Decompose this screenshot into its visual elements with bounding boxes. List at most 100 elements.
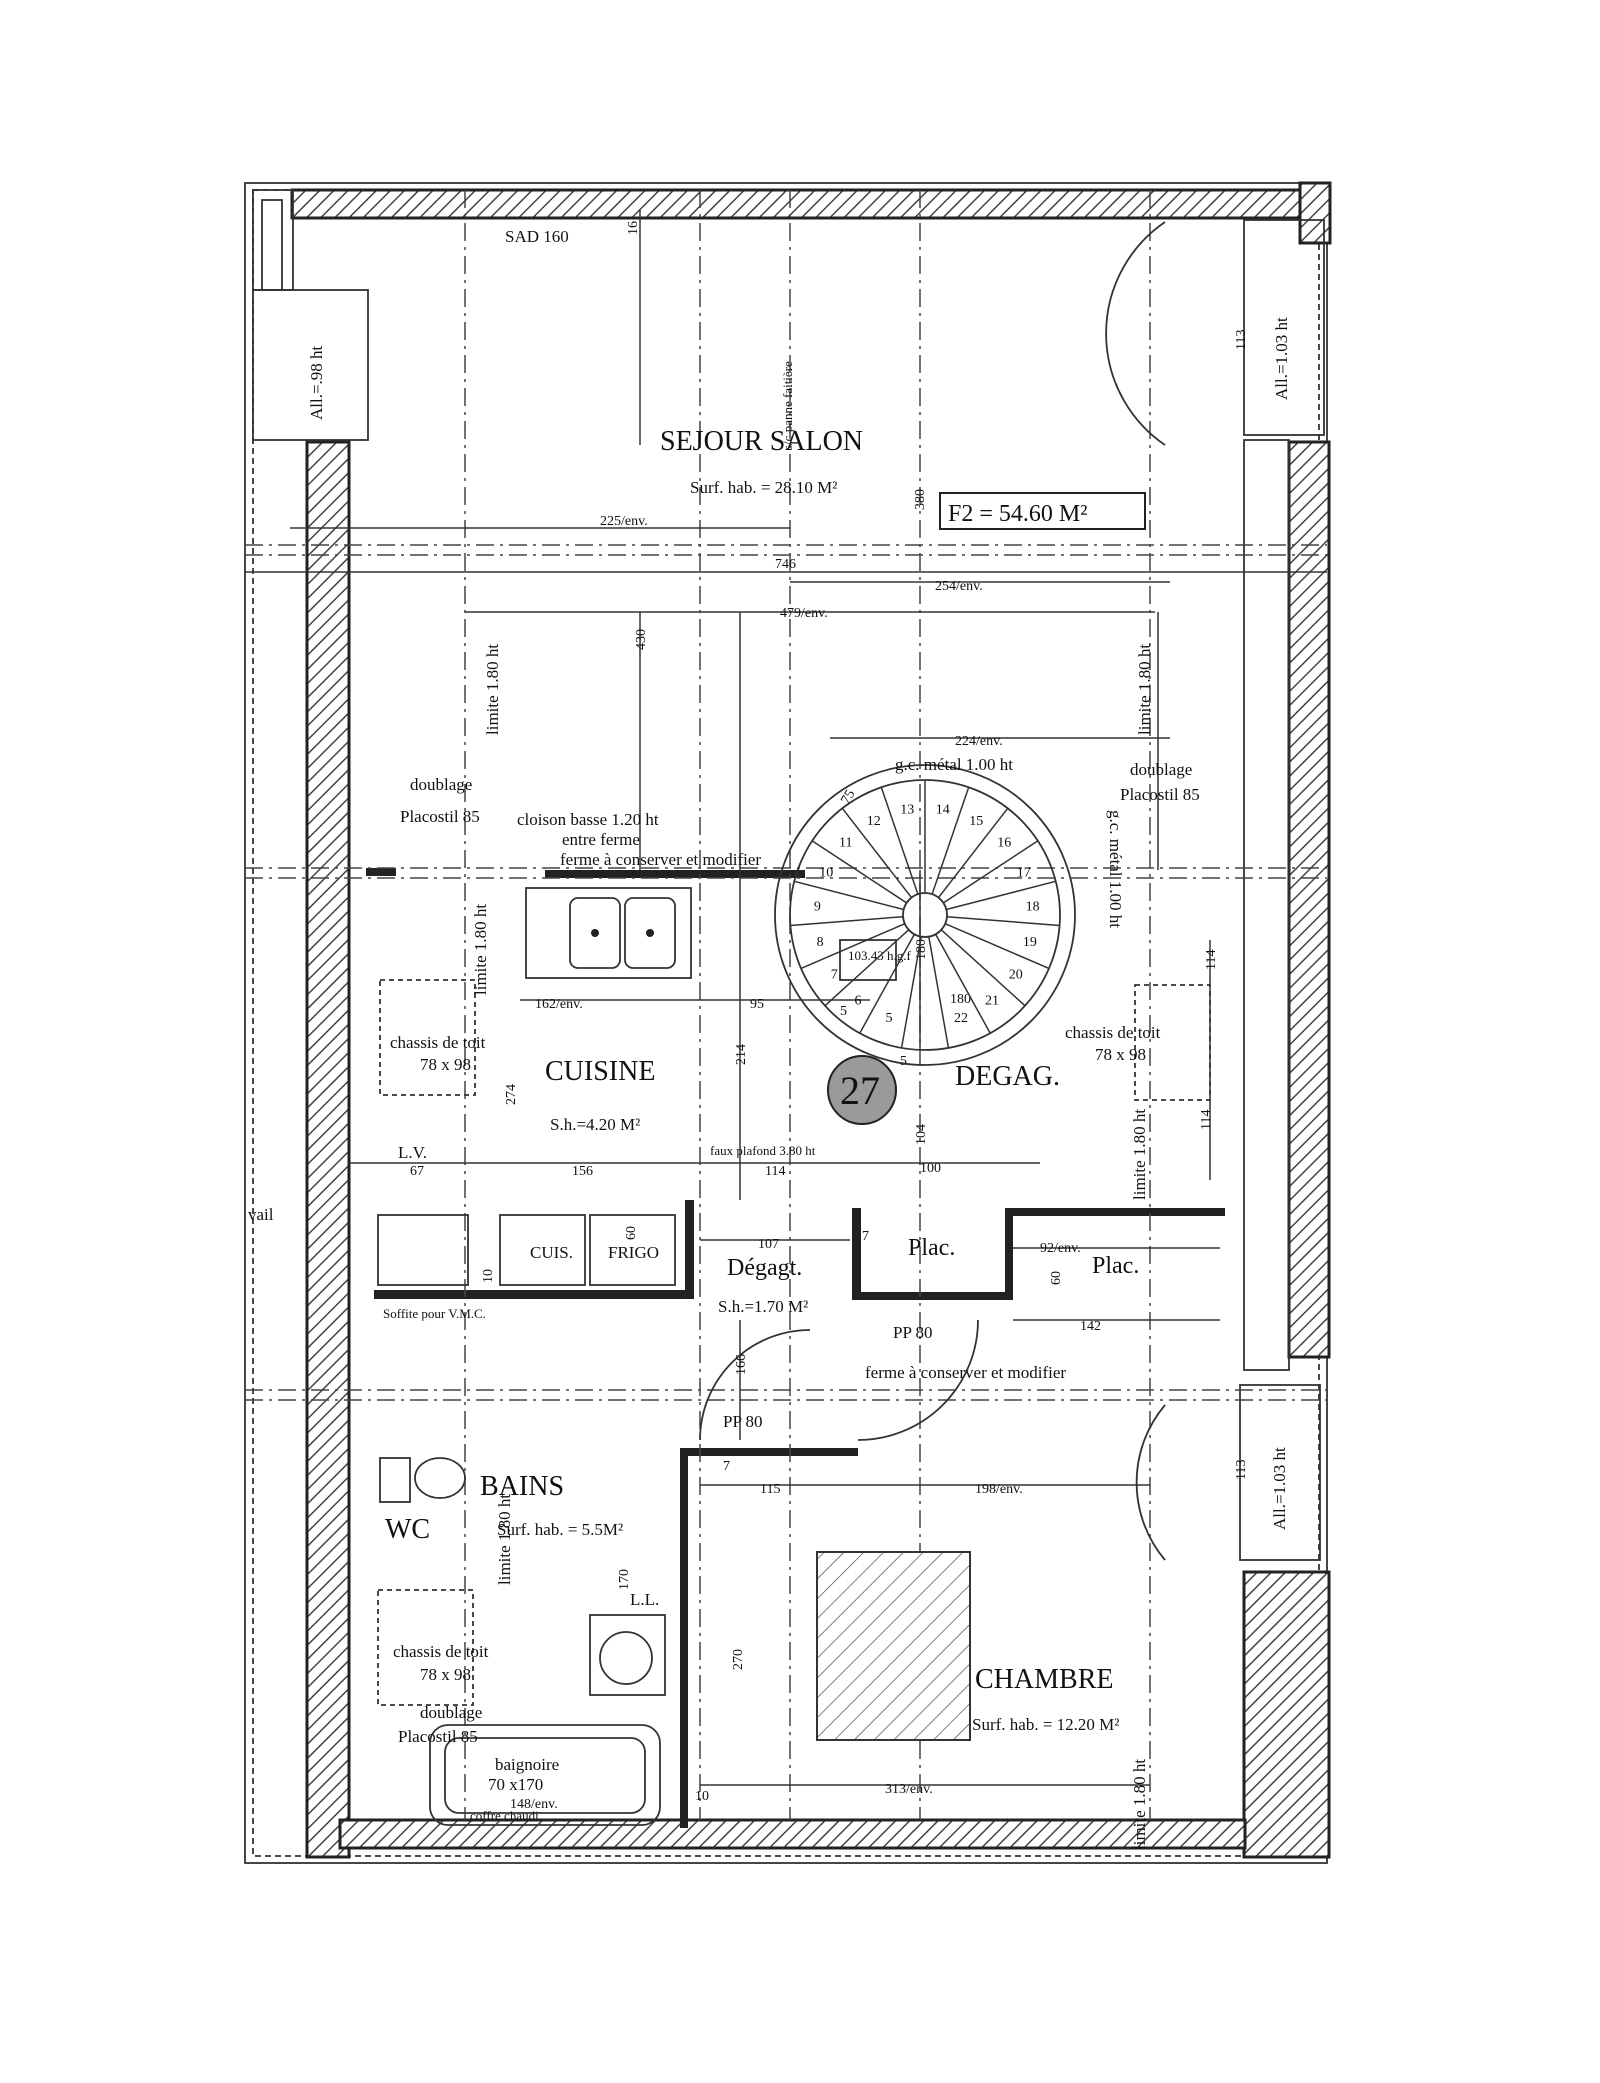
label-faux-plafond: faux plafond 3.80 ht: [710, 1143, 816, 1158]
dim-16: 16: [626, 221, 641, 235]
dim-7-b: 7: [723, 1459, 730, 1474]
label-chassis-3b: 78 x 98: [420, 1665, 471, 1684]
dim-7-a: 7: [862, 1229, 869, 1244]
dim-100: 100: [920, 1161, 941, 1176]
label-limite-chambre: limite 1.80 ht: [1130, 1759, 1149, 1850]
label-all-left: All.=.98 ht: [307, 345, 326, 420]
dimension-lines: [245, 210, 1327, 1786]
room-area-sejour: Surf. hab. = 28.10 M²: [690, 478, 837, 497]
label-chassis-1b: 78 x 98: [420, 1055, 471, 1074]
stair-tread: [937, 807, 1009, 899]
stair-step-number: 20: [1009, 967, 1023, 982]
dim-114-b: 114: [1204, 950, 1219, 970]
label-lv: L.V.: [398, 1143, 427, 1162]
dim-380: 380: [913, 489, 928, 510]
label-limite-right: limite 1.80 ht: [1135, 644, 1154, 735]
stair-step-number: 7: [831, 967, 838, 982]
left-wall: [252, 189, 369, 1859]
dim-60-a: 60: [624, 1226, 639, 1240]
dim-114-c: 114: [1199, 1110, 1214, 1130]
label-sad: SAD 160: [505, 227, 569, 246]
room-name-plac-1: Plac.: [908, 1235, 955, 1261]
beam-lines: [245, 190, 1327, 1820]
dim-95: 95: [750, 997, 764, 1012]
dim-142: 142: [1080, 1319, 1101, 1334]
dim-180-b: 180: [950, 992, 971, 1007]
dim-746: 746: [775, 557, 796, 572]
label-soffite: Soffite pour V.M.C.: [383, 1306, 486, 1321]
stair-tread: [880, 787, 919, 895]
bed-area: [816, 1551, 971, 1741]
right-wall: [1239, 219, 1331, 1859]
roof-windows: [377, 979, 1211, 1706]
dim-92: 92/env.: [1040, 1241, 1081, 1256]
dim-313: 313/env.: [885, 1782, 933, 1797]
label-cloison-1: cloison basse 1.20 ht: [517, 810, 659, 829]
label-all-right-2: All.=1.03 ht: [1270, 1447, 1289, 1530]
stair-tread: [946, 915, 1060, 927]
lot-number: 27: [840, 1068, 880, 1113]
stair-step-number: 22: [954, 1011, 968, 1026]
room-name-chambre: CHAMBRE: [975, 1664, 1113, 1695]
stair-step-number: 9: [814, 900, 821, 915]
stair-tread: [859, 933, 916, 1034]
label-chassis-3a: chassis de toit: [393, 1642, 489, 1661]
stair-tread: [824, 929, 910, 1007]
stair-tread: [841, 807, 913, 899]
stair-tread: [931, 787, 970, 895]
stair-step-number: 15: [969, 814, 983, 829]
dim-148: 148/env.: [510, 1797, 558, 1812]
kitchen-sink: [525, 887, 692, 979]
dim-75: 75: [838, 787, 858, 807]
bathroom-fixtures: [377, 1214, 676, 1826]
label-doublage-bains-2: Placostil 85: [398, 1727, 478, 1746]
label-baignoire-2: 70 x170: [488, 1775, 543, 1794]
label-pp80-2: PP 80: [723, 1412, 763, 1431]
stair-step-number: 17: [1017, 865, 1031, 880]
dim-270: 270: [731, 1649, 746, 1670]
label-chassis-2b: 78 x 98: [1095, 1045, 1146, 1064]
dim-224: 224/env.: [955, 734, 1003, 749]
labels-layer: SEJOUR SALON Surf. hab. = 28.10 M² F2 = …: [248, 221, 1291, 1850]
dim-274: 274: [504, 1084, 519, 1105]
stair-step-number: 12: [867, 814, 881, 829]
stair-tread: [794, 880, 904, 911]
label-pp80-1: PP 80: [893, 1323, 933, 1342]
room-name-plac-2: Plac.: [1092, 1253, 1139, 1279]
dim-5-a: 5: [840, 1004, 847, 1019]
room-name-cuisine: CUISINE: [545, 1056, 655, 1087]
dim-67: 67: [410, 1164, 424, 1179]
label-all-right-1: All.=1.03 ht: [1272, 317, 1291, 400]
dim-156: 156: [572, 1164, 593, 1179]
dim-107: 107: [758, 1237, 779, 1252]
dim-10-a: 10: [481, 1269, 496, 1283]
room-name-bains: BAINS: [480, 1471, 564, 1502]
room-area-bains: Surf. hab. = 5.5M²: [497, 1520, 623, 1539]
dim-166: 166: [734, 1354, 749, 1375]
stair-step-number: 16: [997, 836, 1011, 851]
interior-walls: [366, 868, 1225, 1828]
label-doublage-left-1: doublage: [410, 775, 472, 794]
label-doublage-left-2: Placostil 85: [400, 807, 480, 826]
dim-113-a: 113: [1234, 330, 1249, 350]
label-limite-bains: limite 1.80 ht: [495, 1494, 514, 1585]
label-baignoire-1: baignoire: [495, 1755, 559, 1774]
stair-step-number: 11: [839, 836, 852, 851]
stair-tread: [934, 933, 991, 1034]
label-gc-metal: g.c. métal 1.00 ht: [895, 755, 1013, 774]
label-doublage-bains-1: doublage: [420, 1703, 482, 1722]
room-name-degag: DEGAG.: [955, 1061, 1060, 1092]
dim-114-a: 114: [765, 1164, 785, 1179]
label-cloison-3: ferme à conserver et modifier: [560, 850, 761, 869]
dim-104: 104: [914, 1124, 929, 1145]
stair-step-number: 19: [1023, 935, 1037, 950]
stair-tread: [790, 915, 904, 927]
label-coffre: coffre chaudi: [470, 1808, 539, 1823]
dim-60-b: 60: [1049, 1271, 1064, 1285]
stair-step-number: 5: [886, 1011, 893, 1026]
stair-step-number: 14: [936, 802, 950, 817]
dim-430: 430: [634, 629, 649, 650]
stair-tread: [942, 840, 1039, 904]
total-area: F2 = 54.60 M²: [948, 501, 1087, 527]
